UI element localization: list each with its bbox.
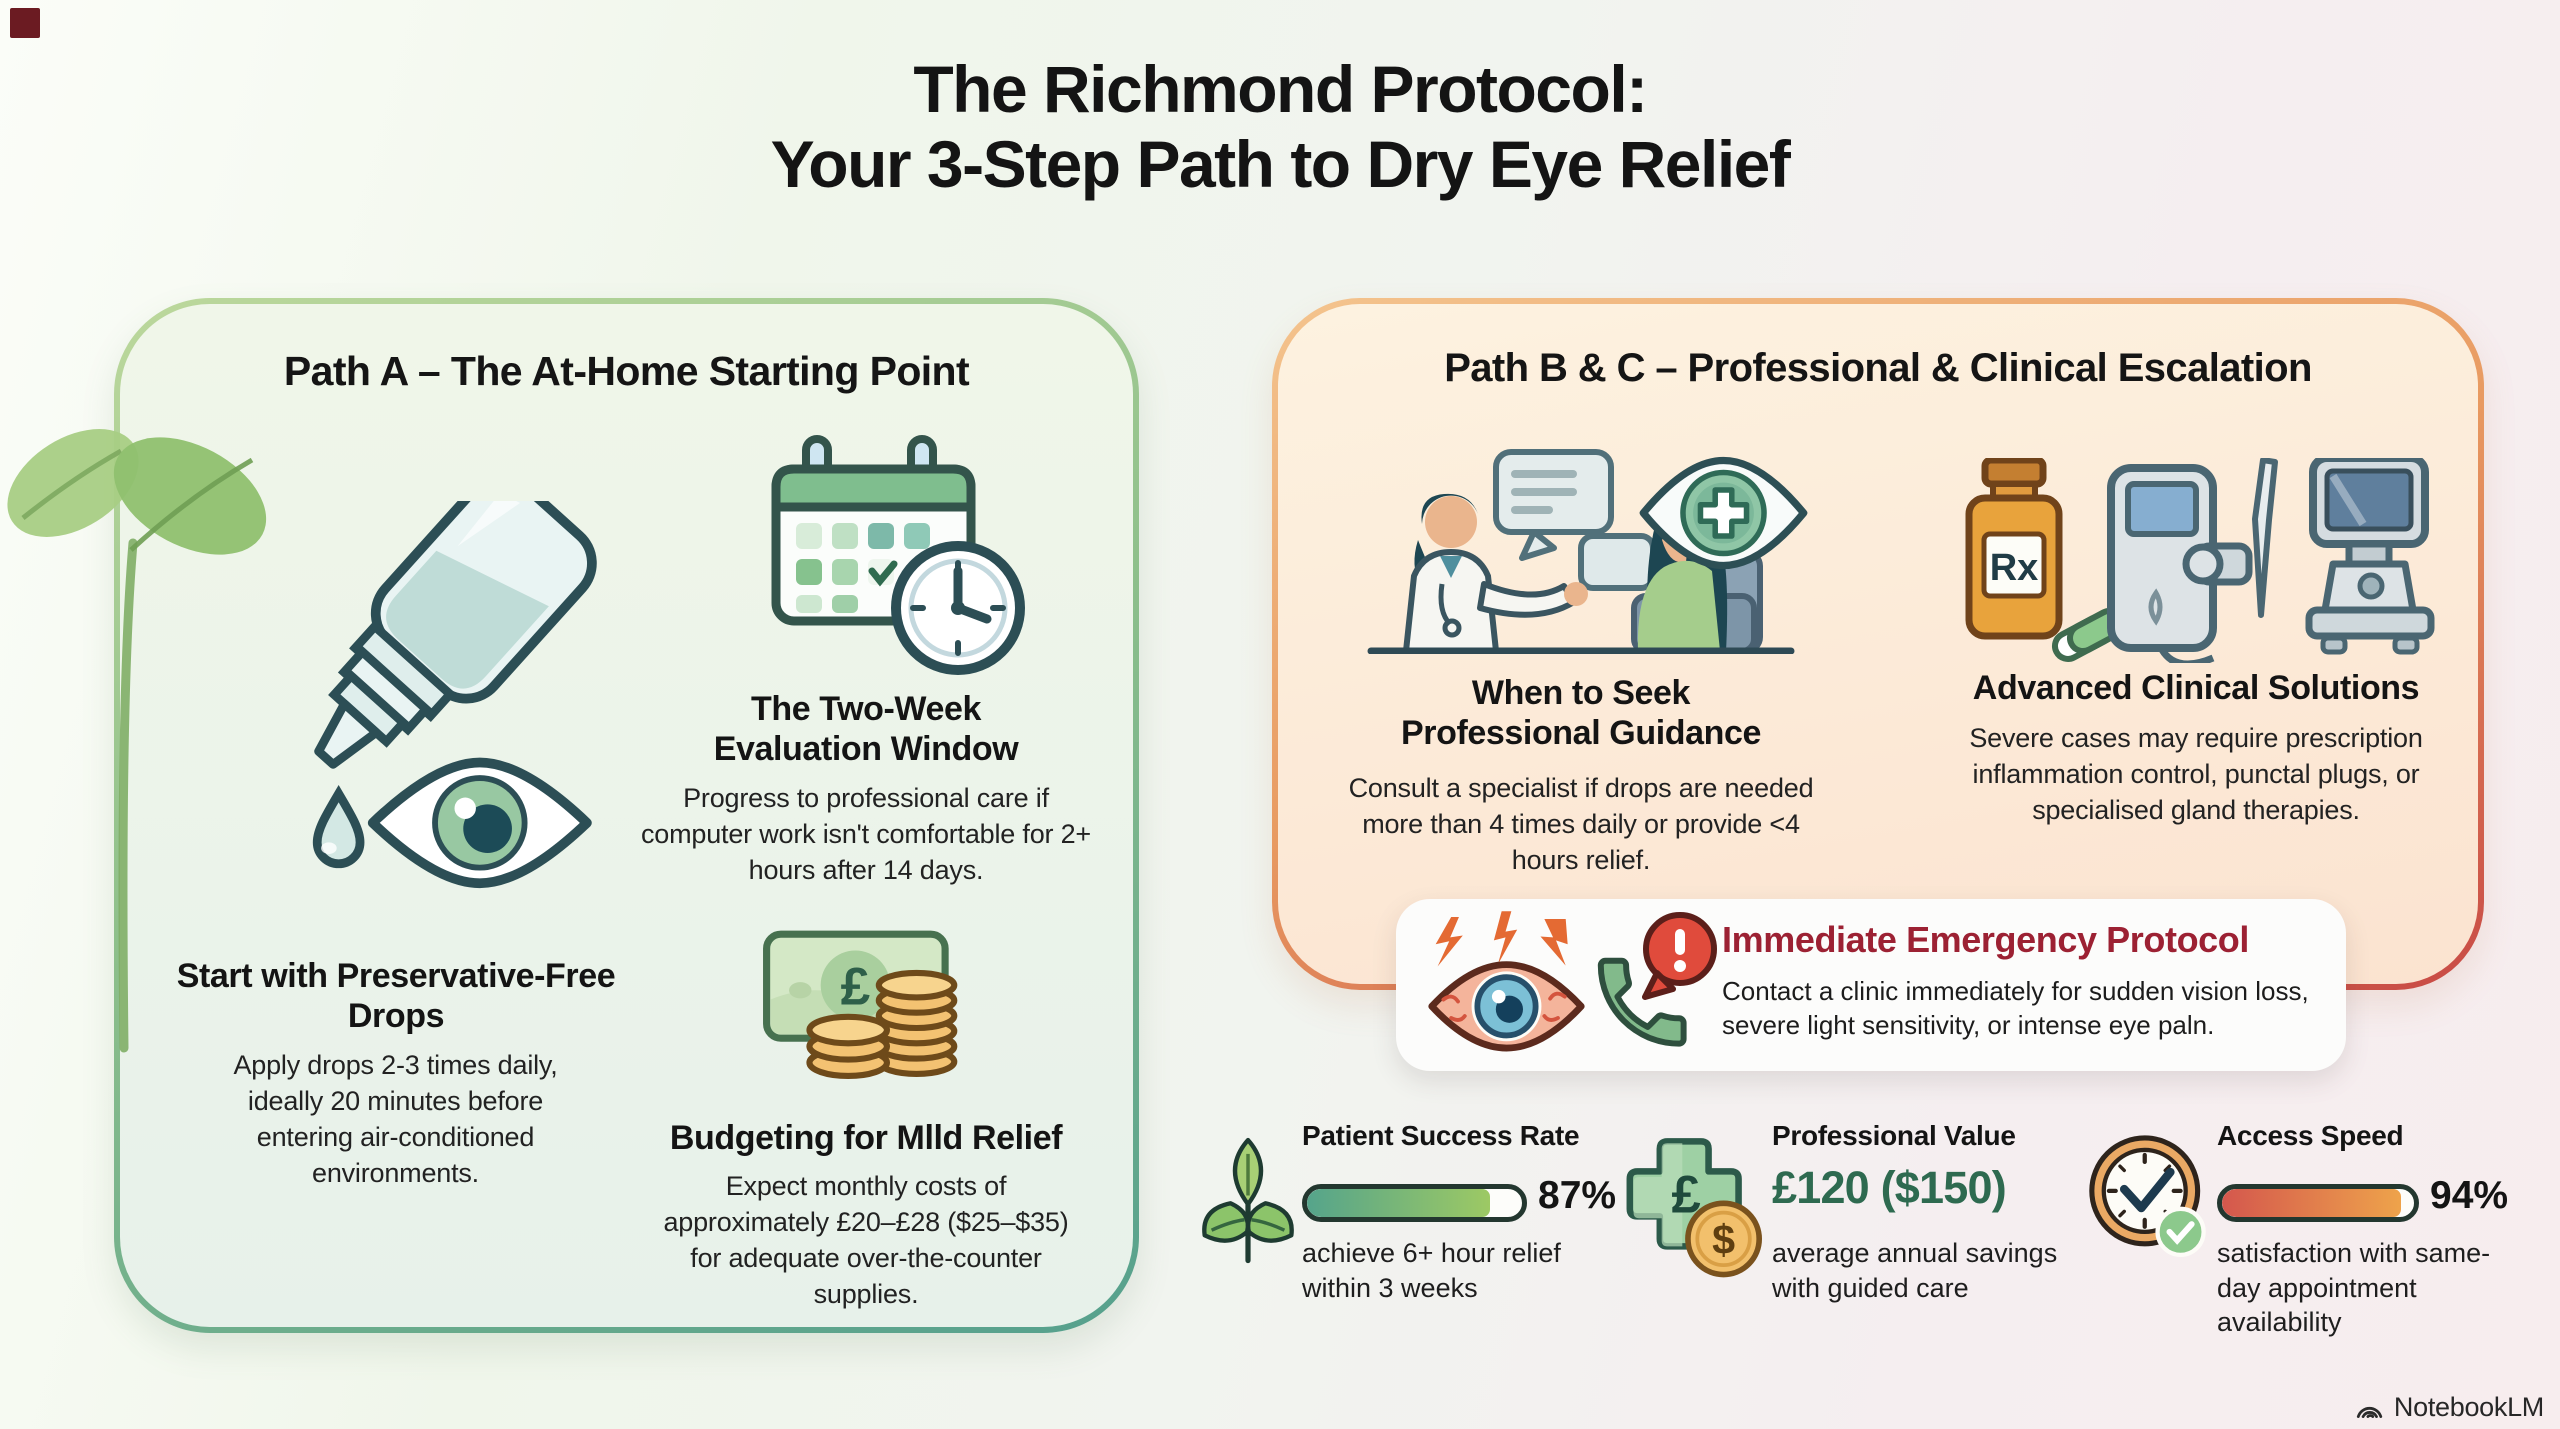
- card-title-professional-guidance: When to Seek Professional Guidance: [1400, 674, 1762, 753]
- card-body-preservative-free-drops: Apply drops 2-3 times daily, ideally 20 …: [233, 1050, 558, 1188]
- svg-text:$: $: [1712, 1217, 1735, 1263]
- stat-label: Access Speed: [2217, 1120, 2404, 1151]
- notebooklm-logo-icon: [2356, 1406, 2383, 1418]
- card-title-advanced-clinical: Advanced Clinical Solutions: [1972, 669, 2420, 707]
- sprout-icon: [1202, 1137, 1294, 1264]
- eye-drop-bottle-icon: [312, 501, 597, 889]
- stat-caption: satisfaction with same-day appointment a…: [2217, 1238, 2491, 1338]
- calendar-clock-icon: [771, 435, 1025, 675]
- stat-caption: average annual savings with guided care: [1772, 1238, 2058, 1303]
- card-title-two-week-window: The Two-Week Evaluation Window: [713, 690, 1019, 769]
- card-body-two-week-window: Progress to professional care if compute…: [641, 783, 1091, 885]
- path-bc-header: Path B & C – Professional & Clinical Esc…: [1444, 346, 2312, 390]
- emergency-body: Contact a clinic immediately for sudden …: [1722, 976, 2309, 1040]
- progress-bar: [2217, 1184, 2419, 1222]
- page-title: The Richmond Protocol: Your 3-Step Path …: [0, 52, 2560, 202]
- stat-patient-success: Patient Success Rate 87% achieve 6+ hour…: [1196, 1118, 1666, 1358]
- progress-bar: [1302, 1184, 1527, 1222]
- brand-footer: NotebookLM: [2354, 1392, 2544, 1423]
- medical-cross-currency-icon: £ $: [1626, 1138, 1762, 1278]
- stat-professional-value: £ $ Professional Value £120 ($150) avera…: [1622, 1118, 2062, 1358]
- emergency-protocol-card: Immediate Emergency Protocol Contact a c…: [1396, 899, 2346, 1071]
- stat-value: £120 ($150): [1772, 1162, 2007, 1213]
- stat-label: Patient Success Rate: [1302, 1120, 1580, 1151]
- clock-check-icon: [2089, 1135, 2206, 1258]
- irritated-eye-icon: [1428, 911, 1585, 1052]
- doctor-consultation-icon: [1367, 449, 1795, 654]
- page-title-line2: Your 3-Step Path to Dry Eye Relief: [770, 127, 1791, 202]
- eye-plus-icon: [1639, 456, 1808, 570]
- card-body-professional-guidance: Consult a specialist if drops are needed…: [1348, 773, 1814, 875]
- banknote-coins-icon: £: [763, 930, 958, 1079]
- svg-text:£: £: [841, 958, 871, 1017]
- page-title-line1: The Richmond Protocol:: [913, 52, 1648, 126]
- card-body-advanced-clinical: Severe cases may require prescription in…: [1969, 723, 2423, 825]
- sprout-decoration-icon: [7, 429, 267, 1053]
- stat-value: 94%: [2430, 1174, 2509, 1217]
- card-title-budgeting: Budgeting for Mlld Relief: [669, 1119, 1063, 1157]
- card-body-budgeting: Expect monthly costs of approximately £2…: [663, 1171, 1069, 1309]
- stat-value: 87%: [1538, 1174, 1617, 1217]
- path-bc-panel: Path B & C – Professional & Clinical Esc…: [1272, 298, 2484, 990]
- path-a-panel: Path A – The At-Home Starting Point: [114, 298, 1139, 1333]
- clinical-devices-icon: Rx: [1965, 458, 2435, 663]
- svg-text:Rx: Rx: [1990, 547, 2039, 589]
- emergency-phone-icon: [1597, 912, 1717, 1047]
- path-a-header: Path A – The At-Home Starting Point: [283, 348, 970, 394]
- brand-name: NotebookLM: [2393, 1392, 2544, 1422]
- card-title-preservative-free-drops: Start with Preservative-Free Drops: [176, 957, 616, 1036]
- screen-corner-marker: [10, 8, 40, 38]
- stat-access-speed: Access Speed 94% satisfaction with same-…: [2085, 1118, 2560, 1368]
- stat-label: Professional Value: [1772, 1120, 2016, 1151]
- stat-caption: achieve 6+ hour relief within 3 weeks: [1302, 1238, 1561, 1303]
- emergency-title: Immediate Emergency Protocol: [1722, 919, 2249, 960]
